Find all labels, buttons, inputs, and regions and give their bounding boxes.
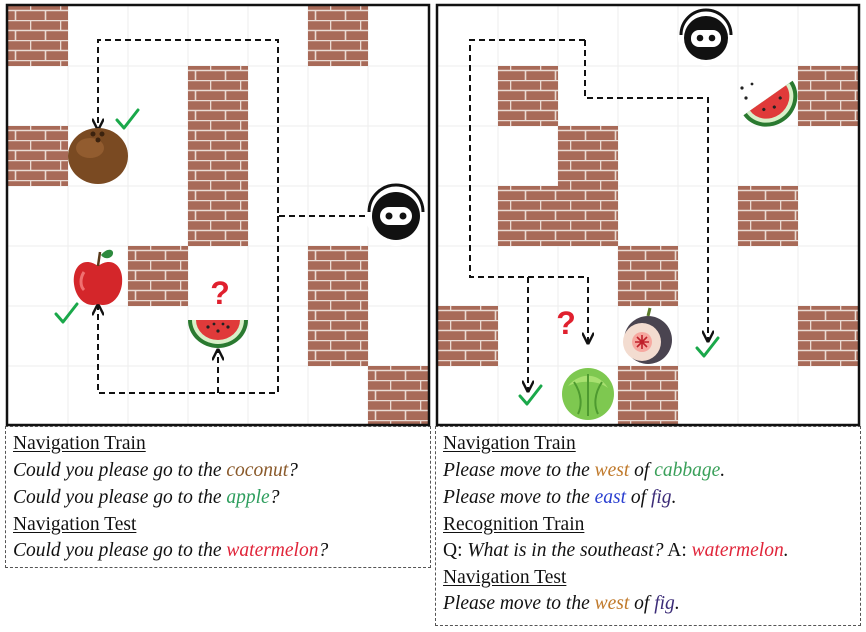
question-mark-icon: ? [556,305,576,341]
qa-line: Q: What is in the southeast? A: watermel… [443,540,789,561]
question-mark-icon: ? [210,275,230,311]
path-to-coconut [98,39,365,217]
left-panel-frame [5,3,431,427]
nav-test-heading: Navigation Test [443,567,567,588]
wall-block [188,66,248,246]
nav-train-heading: Navigation Train [13,433,146,454]
wall-block [498,66,558,126]
watermelon-icon [188,320,248,348]
right-caption-box: Navigation Train Please move to the west… [435,426,861,626]
nav-train-heading: Navigation Train [443,433,576,454]
direction-word: east [594,487,627,508]
wall-block [308,6,368,66]
instruction-line: Please move to the west of fig. [443,593,680,614]
wall-block [618,366,678,424]
nav-test-heading: Navigation Test [13,514,137,535]
left-caption-box: Navigation Train Could you please go to … [5,426,431,568]
wall-block [618,246,678,306]
check-icon [518,384,543,406]
wall-block [738,186,798,246]
left-walls [8,6,428,424]
wall-block [798,306,858,366]
check-icon [695,336,720,358]
instruction-line: Could you please go to the apple? [13,487,280,508]
instruction-line: Please move to the east of fig. [443,487,677,508]
wall-block [438,306,498,366]
instruction-line: Could you please go to the coconut? [13,460,298,481]
left-paths [98,39,365,394]
instruction-line: Please move to the west of cabbage. [443,460,726,481]
path-to-west-of-cabbage [469,39,585,390]
robot-icon [678,8,734,66]
cabbage-icon [562,368,614,420]
watermelon-word: watermelon [691,540,784,561]
wall-block [798,66,858,126]
path-branch-fig-west [528,276,588,342]
check-icon [115,108,140,130]
right-paths [469,39,708,390]
coconut-word: coconut [226,460,289,481]
robot-icon [366,183,426,246]
direction-word: west [594,593,630,614]
wall-block [368,366,428,424]
watermelon-word: watermelon [226,540,319,561]
fig-icon [623,307,672,364]
right-walls [438,66,858,424]
watermelon-icon [743,80,798,127]
wall-block [558,126,618,246]
direction-word: west [594,460,630,481]
path-to-apple [98,216,279,394]
right-panel-frame [435,3,861,427]
wall-block [498,186,558,246]
watermelon-seeds [740,82,754,100]
wall-block [8,126,68,186]
fig-word: fig [654,593,675,614]
apple-word: apple [226,487,270,508]
fig-word: fig [650,487,672,508]
cabbage-word: cabbage [654,460,721,481]
check-icon [54,302,79,324]
wall-block [308,246,368,366]
wall-block [128,246,188,306]
path-to-east-of-fig [584,40,708,340]
wall-block [8,6,68,66]
recognition-train-heading: Recognition Train [443,514,585,535]
instruction-line: Could you please go to the watermelon? [13,540,329,561]
apple-icon [73,249,123,306]
coconut-icon [68,128,128,184]
